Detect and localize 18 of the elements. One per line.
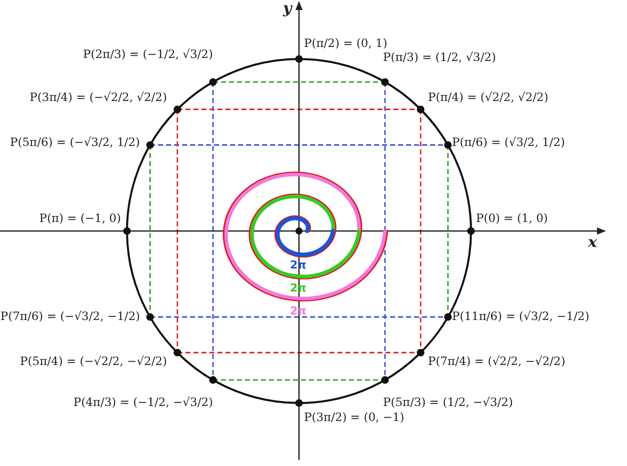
point-label: P(3π/2) = (0, −1)	[304, 411, 404, 425]
axis-label: x	[588, 233, 597, 251]
point-label: P(5π/3) = (1/2, −√3/2)	[383, 396, 513, 410]
point-label: P(4π/3) = (−1/2, −√3/2)	[73, 396, 213, 410]
point-label: P(π) = (−1, 0)	[39, 212, 121, 226]
point-label: P(11π/6) = (√3/2, −1/2)	[452, 310, 590, 324]
point-label: P(5π/6) = (−√3/2, 1/2)	[10, 136, 140, 150]
point-label: P(2π/3) = (−1/2, √3/2)	[83, 48, 213, 62]
point-label: P(π/2) = (0, 1)	[304, 37, 388, 51]
point-label: P(7π/4) = (√2/2, −√2/2)	[428, 355, 566, 369]
point-label: P(5π/4) = (−√2/2, −√2/2)	[20, 355, 167, 369]
point-label: P(3π/4) = (−√2/2, √2/2)	[30, 91, 167, 105]
point-label: P(π/4) = (√2/2, √2/2)	[428, 91, 548, 105]
point-label: P(π/6) = (√3/2, 1/2)	[452, 136, 566, 150]
point-label: P(7π/6) = (−√3/2, −1/2)	[0, 310, 140, 324]
point-label: P(0) = (1, 0)	[476, 212, 548, 226]
axis-label: y	[283, 0, 292, 17]
point-label: P(π/3) = (1/2, √3/2)	[383, 51, 496, 65]
